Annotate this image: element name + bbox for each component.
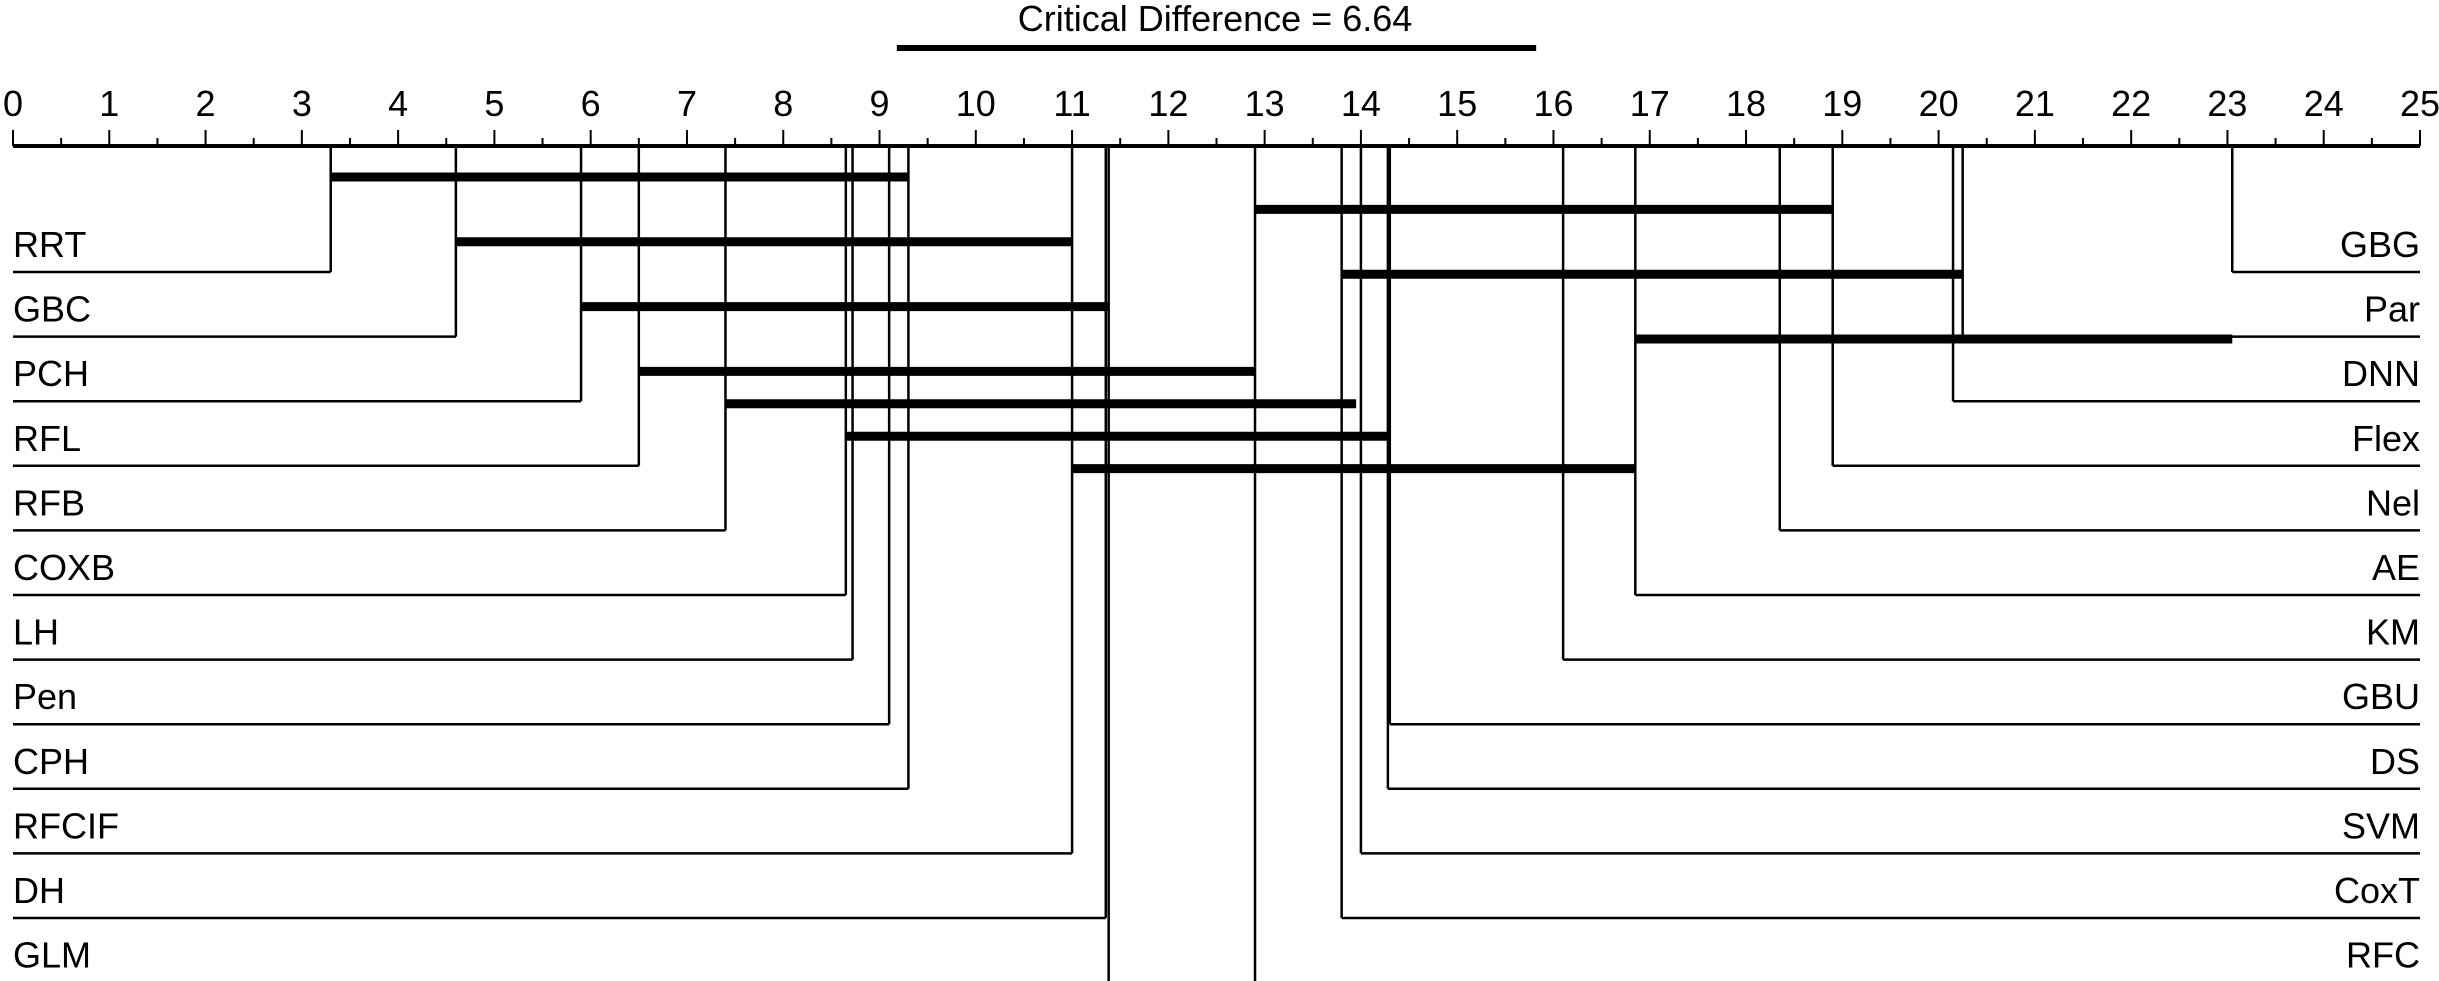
tick-label: 16 bbox=[1533, 83, 1573, 124]
tick-label: 9 bbox=[870, 83, 890, 124]
tick-label: 0 bbox=[3, 83, 23, 124]
tick-label: 24 bbox=[2304, 83, 2344, 124]
tick-label: 2 bbox=[196, 83, 216, 124]
tick-label: 6 bbox=[581, 83, 601, 124]
method-label: GBC bbox=[13, 289, 91, 330]
method-label: RRT bbox=[13, 224, 86, 265]
method-label: CPH bbox=[13, 741, 89, 782]
method-label: Par bbox=[2364, 289, 2420, 330]
method-label: SVM bbox=[2342, 805, 2420, 846]
tick-label: 13 bbox=[1245, 83, 1285, 124]
tick-label: 22 bbox=[2111, 83, 2151, 124]
method-label: Flex bbox=[2352, 418, 2420, 459]
tick-label: 3 bbox=[292, 83, 312, 124]
tick-label: 4 bbox=[388, 83, 408, 124]
method-label: CoxT bbox=[2334, 870, 2420, 911]
method-label: AE bbox=[2372, 547, 2420, 588]
tick-label: 20 bbox=[1919, 83, 1959, 124]
tick-label: 10 bbox=[956, 83, 996, 124]
method-label: GBG bbox=[2340, 224, 2420, 265]
method-label: KM bbox=[2366, 612, 2420, 653]
method-label: COXB bbox=[13, 547, 115, 588]
tick-label: 15 bbox=[1437, 83, 1477, 124]
method-label: GLM bbox=[13, 935, 91, 976]
method-label: DNN bbox=[2342, 353, 2420, 394]
method-label: DH bbox=[13, 870, 65, 911]
tick-label: 19 bbox=[1822, 83, 1862, 124]
method-label: GBU bbox=[2342, 676, 2420, 717]
tick-label: 23 bbox=[2207, 83, 2247, 124]
method-label: RFCIF bbox=[13, 805, 119, 846]
tick-label: 21 bbox=[2015, 83, 2055, 124]
tick-label: 12 bbox=[1148, 83, 1188, 124]
tick-label: 18 bbox=[1726, 83, 1766, 124]
tick-label: 17 bbox=[1630, 83, 1670, 124]
method-label: Pen bbox=[13, 676, 77, 717]
tick-label: 5 bbox=[484, 83, 504, 124]
tick-label: 25 bbox=[2400, 83, 2439, 124]
method-label: RFB bbox=[13, 482, 85, 523]
method-label: Nel bbox=[2366, 482, 2420, 523]
cd-title: Critical Difference = 6.64 bbox=[1018, 0, 1413, 39]
method-label: LH bbox=[13, 612, 59, 653]
tick-label: 1 bbox=[99, 83, 119, 124]
tick-label: 14 bbox=[1341, 83, 1381, 124]
method-label: PCH bbox=[13, 353, 89, 394]
method-label: DS bbox=[2370, 741, 2420, 782]
method-label: RFC bbox=[2346, 935, 2420, 976]
tick-label: 8 bbox=[773, 83, 793, 124]
tick-label: 7 bbox=[677, 83, 697, 124]
method-label: RFL bbox=[13, 418, 81, 459]
tick-label: 11 bbox=[1053, 83, 1090, 124]
